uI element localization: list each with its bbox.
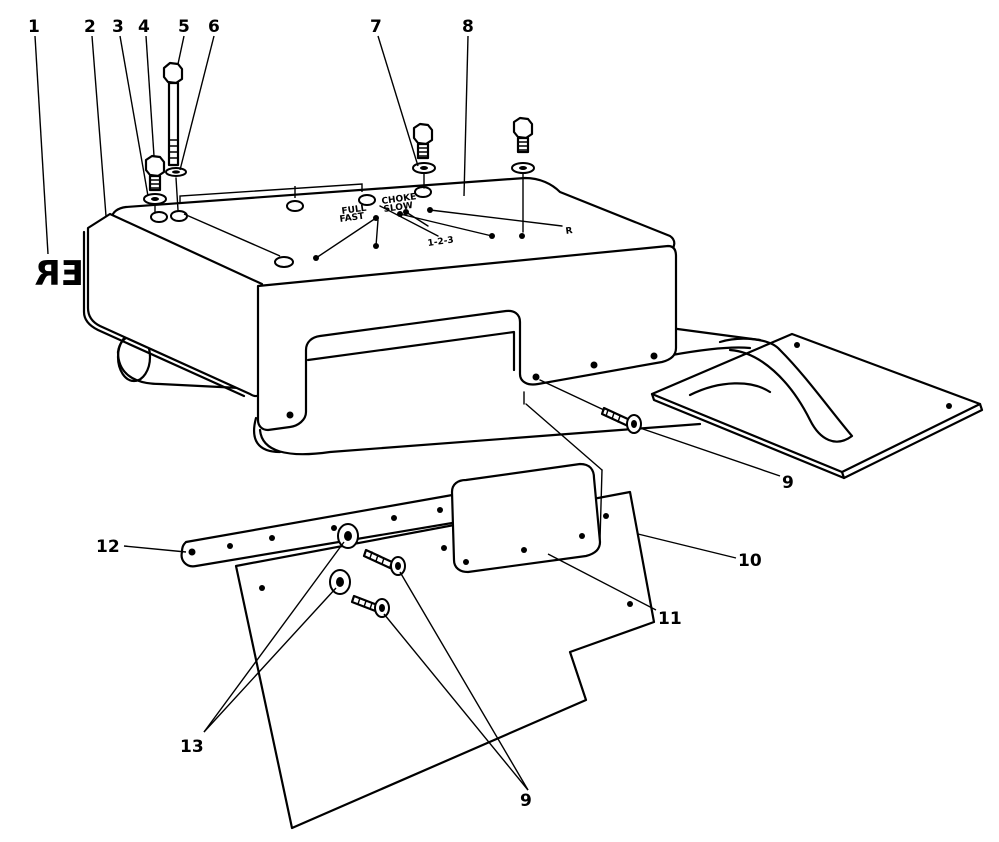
callout-9-upper: 9 — [782, 473, 794, 493]
leader-lines — [34, 35, 781, 791]
callout-10: 10 — [738, 551, 762, 571]
logo-fragment: ER — [35, 254, 84, 294]
decal-fast-label: FAST — [339, 212, 366, 225]
callout-2: 2 — [84, 17, 96, 37]
screw-upper — [539, 379, 642, 434]
callout-6: 6 — [208, 17, 220, 37]
callout-8: 8 — [462, 17, 474, 37]
decal-reverse-label: R — [565, 226, 573, 237]
logo-decal: ER — [35, 254, 84, 294]
screw-lower-bottom — [350, 594, 390, 618]
hardware-lower — [329, 523, 406, 618]
callout-12: 12 — [96, 537, 120, 557]
bolt-middle — [412, 122, 434, 160]
callout-11: 11 — [658, 609, 682, 629]
hardware-top — [143, 61, 535, 233]
decal-gear-label: 1-2-3 — [427, 235, 454, 249]
decal-choke-label: CHOKE — [381, 192, 417, 207]
decal-full-label: FULL — [341, 204, 367, 217]
bolt-long — [162, 61, 184, 167]
callout-7: 7 — [370, 17, 382, 37]
callout-numbers: 1 2 3 4 5 6 7 8 9 10 11 12 13 9 — [28, 17, 794, 811]
callout-4: 4 — [138, 17, 150, 37]
cover-decal: FULL CHOKE FAST SLOW 1-2-3 R — [313, 192, 573, 261]
callout-3: 3 — [112, 17, 124, 37]
bolt-short-left — [144, 154, 166, 192]
callout-5: 5 — [178, 17, 190, 37]
screw-lower-top — [362, 548, 406, 576]
decal-slow-label: SLOW — [383, 201, 414, 215]
engine-cover: FULL CHOKE FAST SLOW 1-2-3 R — [82, 176, 678, 432]
callout-13: 13 — [180, 737, 204, 757]
bracket-plate — [450, 391, 603, 574]
mounting-plate — [650, 332, 984, 480]
callout-9-lower: 9 — [520, 791, 532, 811]
bolt-right — [512, 116, 534, 154]
callout-1: 1 — [28, 17, 40, 37]
